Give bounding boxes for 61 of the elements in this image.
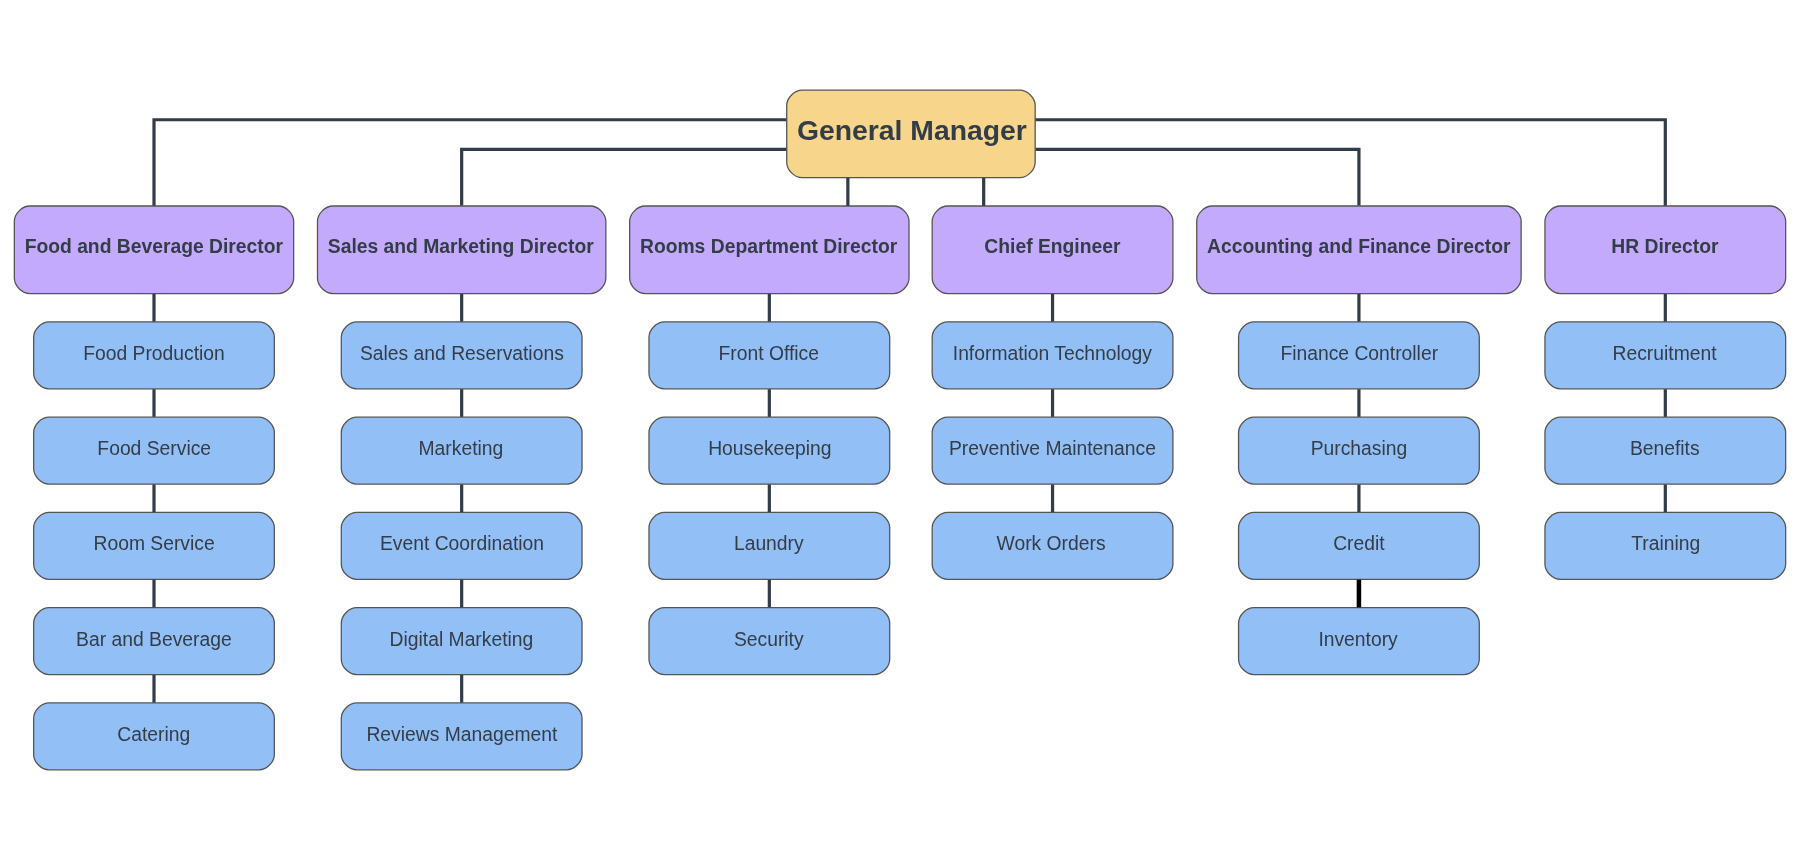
connector <box>1050 293 1055 322</box>
node-box: Front Office <box>648 321 891 390</box>
connector <box>152 118 787 206</box>
connector <box>767 484 771 513</box>
connector <box>767 389 771 417</box>
connector <box>1663 293 1667 322</box>
node-box: Finance Controller <box>1237 321 1480 390</box>
node-box: Rooms Department Director <box>629 205 910 295</box>
node-box: Information Technology <box>931 321 1174 390</box>
node-box: Catering <box>33 702 275 771</box>
connector <box>152 675 156 703</box>
node-box: Digital Marketing <box>340 607 583 676</box>
node-box: Reviews Management <box>340 702 583 771</box>
connector <box>982 177 986 206</box>
connector <box>460 579 464 608</box>
connector <box>1357 293 1361 322</box>
node-box: Credit <box>1237 511 1480 580</box>
node-box: Purchasing <box>1237 416 1480 485</box>
node-box: Bar and Beverage <box>33 607 275 676</box>
node-box: Benefits <box>1544 416 1787 485</box>
connector <box>1356 579 1362 608</box>
node-box: Room Service <box>33 511 275 580</box>
node-box: Food and Beverage Director <box>13 205 295 295</box>
connector <box>152 293 156 322</box>
connector <box>1050 389 1055 417</box>
node-box: Chief Engineer <box>931 205 1174 295</box>
connector <box>767 293 771 322</box>
connector <box>1050 484 1055 513</box>
node-box: Food Service <box>33 416 275 485</box>
connector <box>460 389 464 417</box>
node-box: Inventory <box>1237 607 1480 676</box>
node-box: Recruitment <box>1544 321 1787 390</box>
node-box: Work Orders <box>931 511 1174 580</box>
node-box: Security <box>648 607 891 676</box>
connector <box>1035 118 1667 206</box>
node-box: Accounting and Finance Director <box>1196 205 1522 295</box>
node-box: Food Production <box>33 321 275 390</box>
connector <box>1357 484 1361 513</box>
node-box: Event Coordination <box>340 511 583 580</box>
connector <box>460 147 787 206</box>
connector <box>1035 147 1361 206</box>
node-box: Training <box>1544 511 1787 580</box>
connector <box>152 579 156 608</box>
connector <box>460 293 464 322</box>
node-box: Housekeeping <box>648 416 891 485</box>
connector <box>152 389 156 417</box>
connector <box>152 484 156 513</box>
node-box: Sales and Marketing Director <box>316 205 607 295</box>
node-box: General Manager <box>786 89 1036 179</box>
node-box: HR Director <box>1544 205 1787 295</box>
node-box: Preventive Maintenance <box>931 416 1174 485</box>
connector <box>1663 484 1667 513</box>
connector <box>1357 389 1361 417</box>
connector <box>460 484 464 513</box>
node-box: Marketing <box>340 416 583 485</box>
connector <box>767 579 771 608</box>
connector <box>1663 389 1667 417</box>
node-box: Sales and Reservations <box>340 321 583 390</box>
node-box: Laundry <box>648 511 891 580</box>
connector <box>846 177 850 206</box>
connector <box>460 675 464 703</box>
